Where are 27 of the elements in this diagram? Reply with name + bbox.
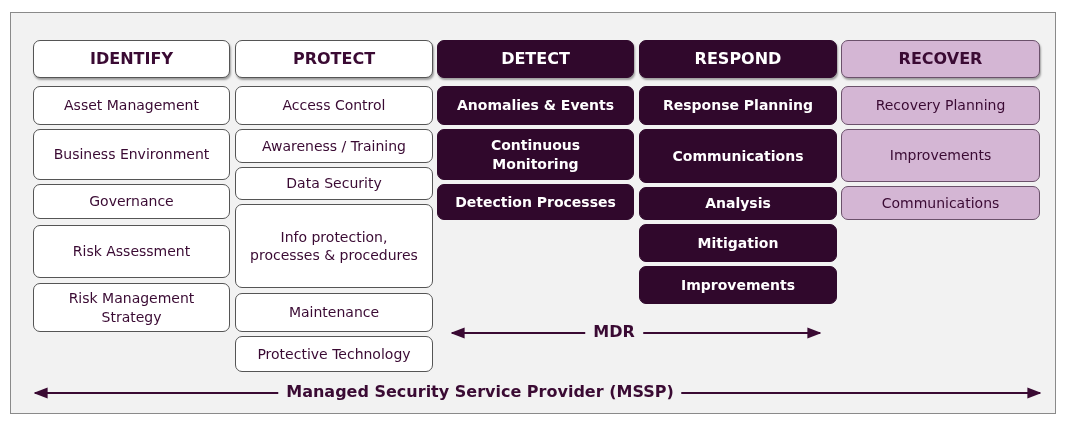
- function-header: IDENTIFY: [33, 40, 230, 78]
- category-box: Asset Management: [33, 86, 230, 125]
- category-box: Risk Assessment: [33, 225, 230, 278]
- category-box: Business Environment: [33, 129, 230, 180]
- category-box: Access Control: [235, 86, 433, 125]
- category-box: Communications: [639, 129, 837, 183]
- category-box: Governance: [33, 184, 230, 219]
- category-box: Recovery Planning: [841, 86, 1040, 125]
- category-box: Improvements: [639, 266, 837, 304]
- function-header: RESPOND: [639, 40, 837, 78]
- category-box: Maintenance: [235, 293, 433, 332]
- category-box: Anomalies & Events: [437, 86, 634, 125]
- category-box: Data Security: [235, 167, 433, 200]
- category-box: Detection Processes: [437, 184, 634, 220]
- category-box: Protective Technology: [235, 336, 433, 372]
- category-box: Mitigation: [639, 224, 837, 262]
- category-box: Improvements: [841, 129, 1040, 182]
- category-box: Continuous Monitoring: [437, 129, 634, 180]
- category-box: Risk Management Strategy: [33, 283, 230, 332]
- function-header: RECOVER: [841, 40, 1040, 78]
- function-header: PROTECT: [235, 40, 433, 78]
- category-box: Info protection, processes & procedures: [235, 204, 433, 288]
- category-box: Communications: [841, 186, 1040, 220]
- category-box: Awareness / Training: [235, 129, 433, 163]
- category-box: Analysis: [639, 187, 837, 220]
- function-header: DETECT: [437, 40, 634, 78]
- category-box: Response Planning: [639, 86, 837, 125]
